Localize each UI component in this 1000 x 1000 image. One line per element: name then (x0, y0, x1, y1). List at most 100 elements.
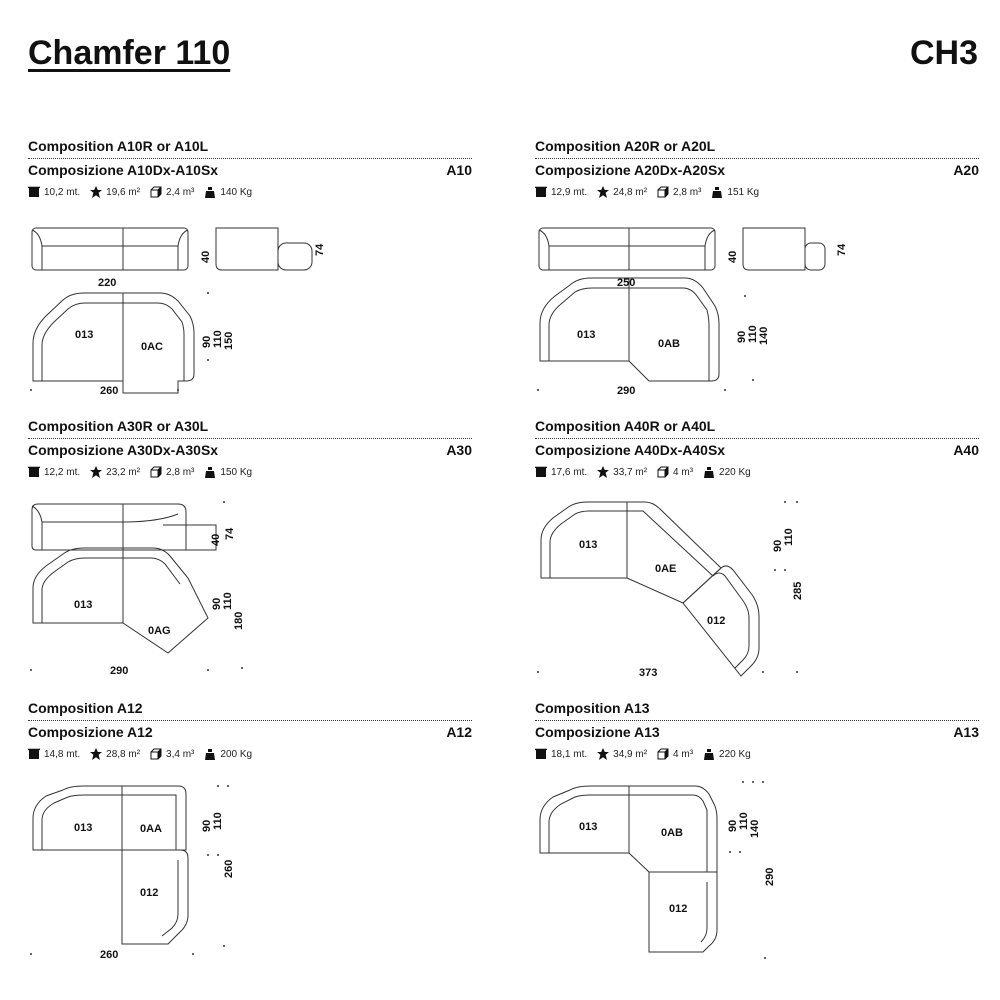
cube-icon (657, 466, 669, 478)
product-code: CH3 (909, 34, 978, 72)
fabric-value: 12,2 mt. (44, 466, 81, 478)
weight-icon (704, 467, 715, 478)
composition-title: Composition A12 (28, 700, 143, 716)
dotted-divider (535, 158, 979, 159)
drawing-outline (227, 785, 229, 787)
drawing-outline (223, 945, 225, 947)
dimension-label: 140 (758, 327, 770, 345)
composition-a13: 013 0AB 012 90 110 140 290 Composition A… (535, 700, 979, 980)
dimension-label: 74 (314, 243, 326, 256)
leather-value: 24,8 m² (613, 186, 648, 198)
volume-value: 3,4 m³ (166, 748, 195, 760)
dimension-label: 90 (772, 540, 784, 552)
dimension-label: 013 (579, 821, 597, 833)
drawing-outline (724, 389, 726, 391)
drawing-outline (537, 389, 539, 391)
dimension-label: 110 (212, 812, 224, 830)
fabric-value: 14,8 mt. (44, 748, 81, 760)
a20-drawing: 250 40 74 013 0AB 90 110 140 290 (537, 227, 848, 397)
drawing-outline (241, 667, 243, 669)
dimension-label: 110 (222, 592, 234, 610)
page-title: Chamfer 110 (28, 34, 231, 72)
drawing-outline (30, 389, 32, 391)
drawing-outline (31, 227, 189, 271)
dimension-label: 373 (639, 667, 657, 679)
drawing-outline (742, 781, 744, 783)
dimension-label: 74 (836, 243, 848, 256)
drawing-outline (538, 227, 716, 271)
drawing-outline (217, 785, 219, 787)
drawing-outline (796, 671, 798, 673)
leather-value: 19,6 m² (106, 186, 141, 198)
dimension-label: 250 (617, 277, 635, 289)
drawing-outline (32, 292, 124, 382)
volume-value: 2,8 m³ (166, 466, 195, 478)
drawing-outline (31, 228, 189, 270)
composition-a10: 220 40 74 013 0AC 90 110 150 260 Composi… (28, 138, 472, 418)
weight-icon (205, 467, 216, 478)
weight-value: 220 Kg (719, 748, 751, 760)
composition-title: Composition A13 (535, 700, 650, 716)
fabric-value: 17,6 mt. (551, 466, 588, 478)
drawing-outline (30, 669, 32, 671)
leather-icon (90, 186, 103, 198)
weight-value: 151 Kg (727, 186, 760, 198)
drawing-outline (223, 501, 225, 503)
composition-subtitle: Composizione A20Dx-A20Sx (535, 162, 726, 178)
composition-a20: 250 40 74 013 0AB 90 110 140 290 Composi… (535, 138, 979, 418)
dimension-label: 013 (579, 539, 597, 551)
leather-value: 28,8 m² (106, 748, 141, 760)
weight-icon (205, 187, 216, 198)
dimension-label: 110 (212, 330, 224, 348)
dotted-divider (535, 438, 979, 439)
dimension-label: 0AG (148, 625, 171, 637)
composition-subtitle: Composizione A40Dx-A40Sx (535, 442, 726, 458)
dimension-label: 140 (749, 820, 761, 838)
drawing-outline (729, 851, 731, 853)
weight-icon (712, 187, 723, 198)
leather-value: 34,9 m² (613, 748, 648, 760)
cube-icon (150, 466, 162, 478)
fabric-icon (28, 466, 40, 477)
composition-a30: 40 74 013 0AG 90 110 180 290 Composition… (28, 418, 472, 698)
drawing-outline (744, 295, 746, 297)
fabric-icon (535, 748, 547, 759)
dimension-label: 40 (210, 534, 222, 546)
cube-icon (657, 186, 669, 198)
dimension-label: 40 (200, 251, 212, 263)
composition-a12: 013 0AA 012 90 110 260 260 Composition A… (28, 700, 472, 980)
dimension-label: 90 (736, 331, 748, 343)
drawing-outline (192, 953, 194, 955)
leather-icon (597, 748, 610, 760)
dimension-label: 110 (747, 325, 759, 343)
weight-icon (704, 749, 715, 760)
drawing-outline (804, 242, 826, 271)
leather-icon (597, 186, 610, 198)
cube-icon (150, 186, 162, 198)
a30-drawing: 40 74 013 0AG 90 110 180 290 (30, 501, 245, 677)
fabric-icon (28, 186, 40, 197)
dimension-label: 260 (100, 385, 118, 397)
drawing-outline (122, 292, 195, 394)
drawing-outline (207, 854, 209, 856)
dimension-label: 110 (738, 812, 750, 830)
dimension-label: 013 (74, 599, 92, 611)
dimension-label: 0AE (655, 563, 676, 575)
drawing-outline (539, 277, 630, 362)
drawing-outline (784, 501, 786, 503)
drawing-outline (628, 785, 718, 873)
dimension-label: 0AA (140, 823, 162, 835)
drawing-outline (32, 547, 124, 624)
drawing-outline (796, 501, 798, 503)
drawing-outline (774, 569, 776, 571)
dimension-label: 0AB (658, 338, 680, 350)
a10-drawing: 220 40 74 013 0AC 90 110 150 260 (30, 227, 326, 397)
cube-icon (657, 748, 669, 760)
dotted-divider (28, 720, 472, 721)
cube-icon (150, 748, 162, 760)
drawing-outline (215, 227, 279, 271)
